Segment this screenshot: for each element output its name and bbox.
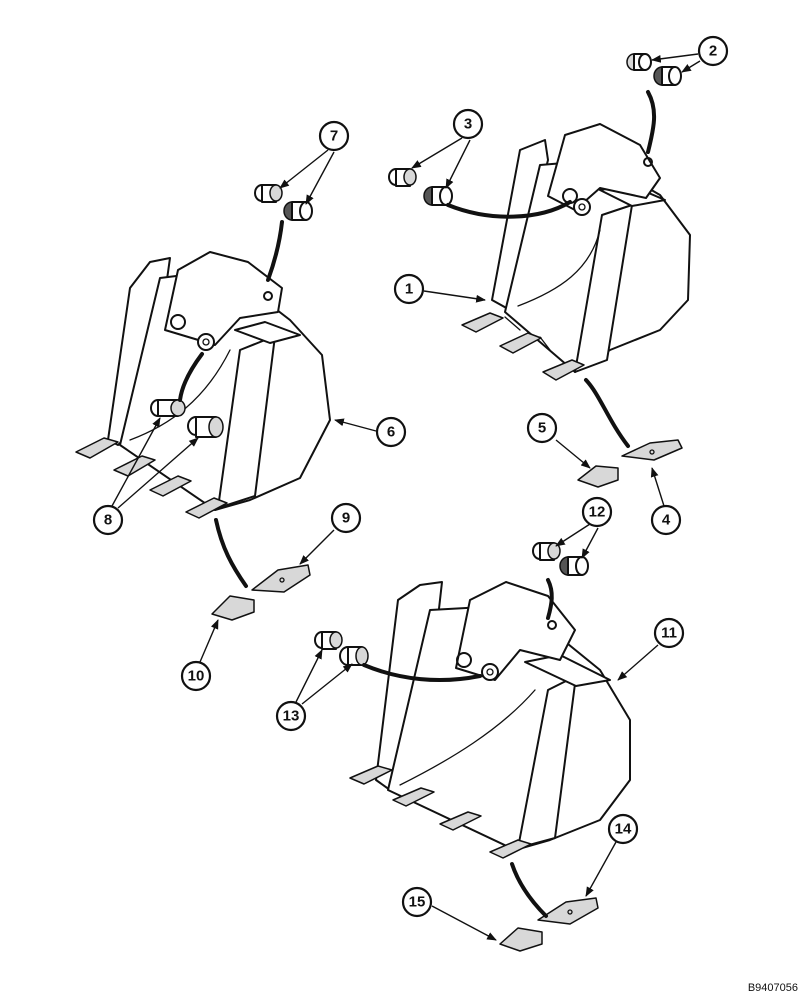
callout-9: 9 [330,502,362,534]
callout-3: 3 [452,108,484,140]
callout-13: 13 [275,700,307,732]
svg-text:4: 4 [662,512,671,529]
callout-2: 2 [697,35,729,67]
pins-12 [532,542,589,576]
pins-13 [314,631,369,666]
connector-curve [178,352,204,402]
tooth-14 [537,897,599,925]
pins-3 [388,168,453,206]
bucket-6 [75,251,331,519]
tooth-9 [251,564,311,593]
connector-curve [546,578,554,620]
svg-text:13: 13 [283,708,300,725]
bucket-11 [349,581,631,859]
callout-8: 8 [92,504,124,536]
svg-text:10: 10 [188,668,205,685]
callout-1: 1 [393,273,425,305]
svg-text:12: 12 [589,504,606,521]
connector-curve [446,200,572,219]
callout-12: 12 [581,496,613,528]
pins-8 [150,399,224,438]
connector-curve [362,663,482,683]
callout-4: 4 [650,504,682,536]
svg-text:15: 15 [409,894,426,911]
callout-15: 15 [401,886,433,918]
adapter-5 [577,465,619,488]
callout-14: 14 [607,813,639,845]
pins-2 [626,53,682,86]
connector-curve [646,90,656,154]
callout-5: 5 [526,412,558,444]
callout-7: 7 [318,120,350,152]
svg-text:11: 11 [661,625,677,642]
svg-text:6: 6 [387,424,395,441]
tooth-4 [621,439,683,461]
leader-lines [111,53,701,941]
adapter-15 [499,927,543,952]
svg-text:7: 7 [330,128,338,145]
bucket-1 [461,123,691,381]
connector-curve [510,862,548,918]
svg-text:14: 14 [615,821,632,838]
callout-11: 11 [653,617,685,649]
connector-curve [584,378,630,448]
svg-text:9: 9 [342,510,350,527]
connector-curve [214,518,248,588]
drawing-code: B9407056 [747,982,798,994]
svg-text:8: 8 [104,512,112,529]
pins-7 [254,184,313,221]
connector-curve [266,220,284,282]
svg-text:5: 5 [538,420,546,437]
svg-text:3: 3 [464,116,472,133]
callout-10: 10 [180,660,212,692]
adapter-10 [211,595,255,621]
svg-text:1: 1 [405,281,413,298]
callout-6: 6 [375,416,407,448]
svg-text:2: 2 [709,43,717,60]
